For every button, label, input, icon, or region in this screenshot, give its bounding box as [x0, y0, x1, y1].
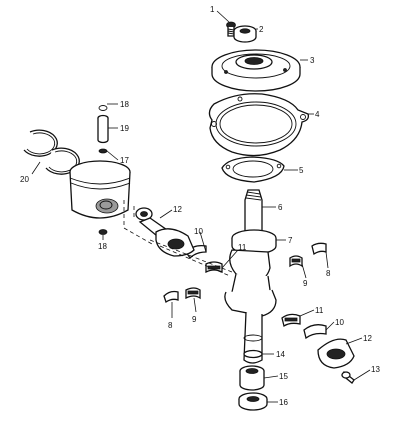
callout-7: 7 — [288, 236, 293, 245]
callout-18-lower: 18 — [98, 242, 107, 251]
callout-20: 20 — [20, 175, 29, 184]
part-5-gasket[interactable] — [221, 156, 285, 183]
callout-12-lower: 12 — [363, 334, 372, 343]
part-18-pin-clip-upper[interactable] — [98, 105, 108, 111]
callout-9-left: 9 — [192, 315, 197, 324]
callout-3: 3 — [310, 56, 315, 65]
callout-11-upper: 11 — [238, 243, 247, 252]
callout-4: 4 — [315, 110, 320, 119]
callout-1: 1 — [210, 5, 215, 14]
part-6-7-crankshaft[interactable] — [224, 189, 277, 364]
piston[interactable] — [69, 160, 131, 219]
part-19-piston-pin[interactable] — [97, 114, 109, 144]
callout-11-lower: 11 — [315, 306, 324, 315]
part-15-bearing[interactable] — [239, 365, 265, 391]
part-18-pin-clip-lower[interactable] — [98, 229, 108, 235]
part-17-pin-clip[interactable] — [98, 148, 108, 154]
part-13-rod-bolt[interactable] — [341, 371, 355, 384]
part-10-bearing-half-lower[interactable] — [303, 324, 327, 340]
callout-5: 5 — [299, 166, 304, 175]
callout-16: 16 — [279, 398, 288, 407]
callout-9-right: 9 — [303, 279, 308, 288]
part-9-bearing-upper-right[interactable] — [289, 255, 303, 268]
callout-2: 2 — [259, 25, 264, 34]
part-11-bearing-half-lower[interactable] — [281, 313, 301, 328]
part-8-bearing-upper-right[interactable] — [311, 242, 327, 256]
part-2-seal[interactable] — [233, 25, 257, 43]
callout-numbers: 1 2 3 4 5 6 7 8 9 10 11 8 9 11 10 12 13 … — [20, 5, 380, 407]
callout-8-left: 8 — [168, 321, 173, 330]
part-8-bearing-lower-left[interactable] — [163, 290, 179, 304]
part-12-rod-cap-lower[interactable] — [317, 338, 355, 369]
callout-19: 19 — [120, 124, 129, 133]
part-3-bearing-plate[interactable] — [211, 49, 301, 92]
part-14-o-ring[interactable] — [243, 349, 263, 359]
callout-18-upper: 18 — [120, 100, 129, 109]
part-12-connecting-rod[interactable] — [135, 207, 195, 257]
leader-lines — [31, 10, 371, 403]
part-4-crankcase-gasket[interactable] — [208, 93, 310, 157]
part-9-bearing-lower-left[interactable] — [185, 287, 201, 300]
callout-8-right: 8 — [326, 269, 331, 278]
part-16-seal[interactable] — [238, 392, 268, 411]
callout-12-upper: 12 — [173, 205, 182, 214]
alignment-lines — [123, 200, 233, 277]
callout-14: 14 — [276, 350, 285, 359]
part-11-bearing-half-upper[interactable] — [205, 261, 223, 274]
callout-10-lower: 10 — [335, 318, 344, 327]
part-20-piston-rings[interactable] — [23, 129, 80, 175]
callout-17: 17 — [120, 156, 129, 165]
callout-15: 15 — [279, 372, 288, 381]
callout-10-upper: 10 — [194, 227, 203, 236]
callout-13: 13 — [371, 365, 380, 374]
callout-6: 6 — [278, 203, 283, 212]
